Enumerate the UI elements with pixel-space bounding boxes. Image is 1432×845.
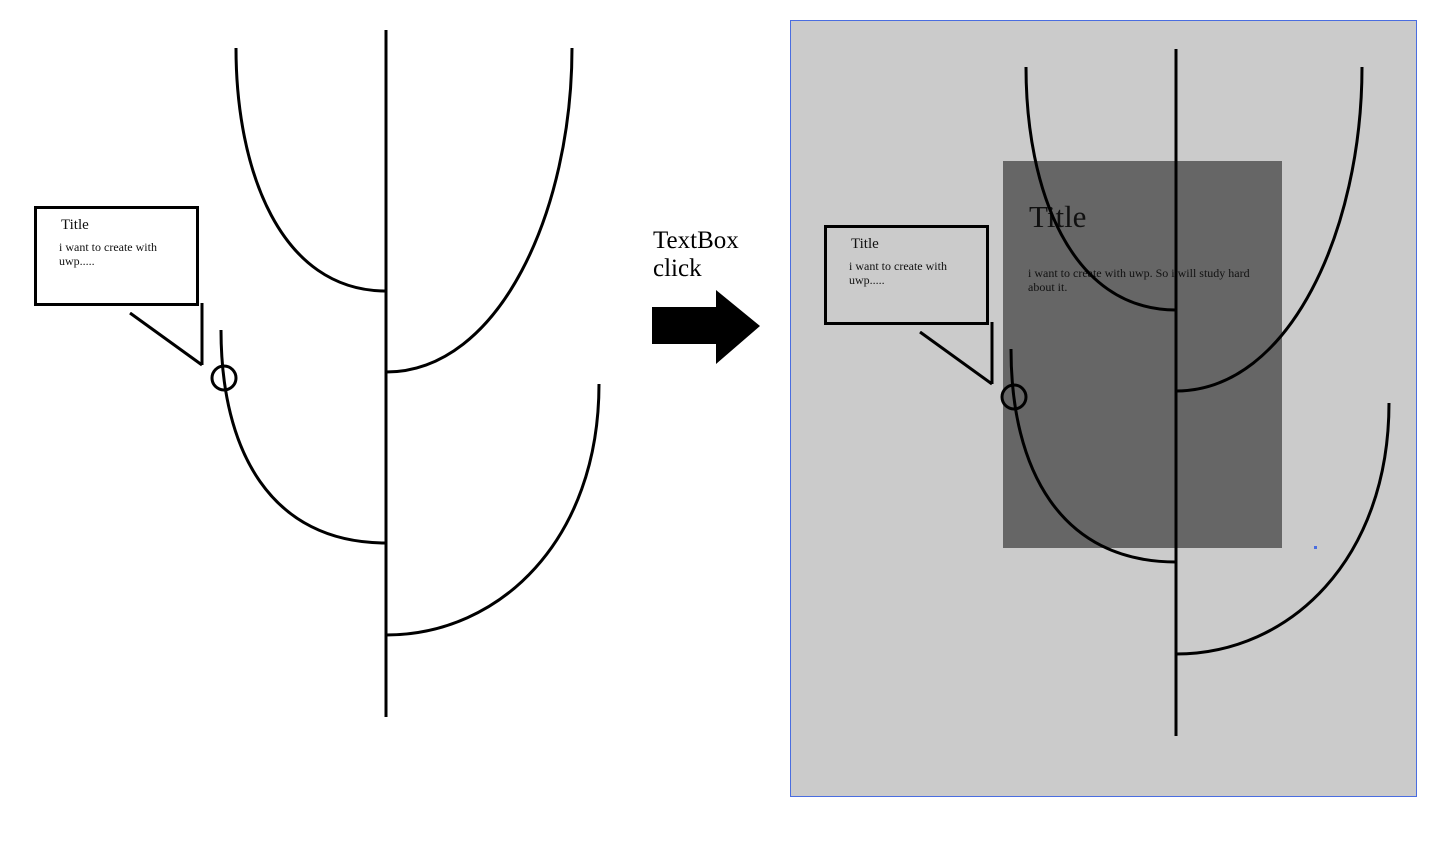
lower-left-branch [1009,348,1177,564]
callout-title: Title [851,236,879,252]
popup-text: i want to create with uwp. So i will stu… [1028,266,1250,294]
branch-node-handle[interactable] [210,364,238,392]
callout-tail-opening [124,306,138,312]
callout-tail-left [129,311,203,367]
callout-body: i want to create with uwp..... [59,240,157,268]
upper-left-branch [234,47,387,293]
upper-left-branch [1024,66,1177,312]
callout-tail-left [919,330,993,386]
preview-canvas: Title i want to create with uwp. So i wi… [790,20,1417,797]
tree-diagram-after [919,49,1391,736]
callout-body: i want to create with uwp..... [849,259,947,287]
speech-callout-before[interactable]: Title i want to create with uwp..... [34,206,199,306]
transition-label: TextBox click [653,227,739,283]
lower-right-branch [385,383,601,637]
transition-label-line1: TextBox [653,227,739,254]
speech-callout-after[interactable]: Title i want to create with uwp..... [824,225,989,325]
right-arrow-icon [652,290,760,364]
lower-left-branch [219,329,387,545]
callout-title: Title [61,217,89,233]
upper-right-branch [385,47,574,374]
lower-right-branch [1175,402,1391,656]
upper-right-branch [1175,66,1364,393]
callout-tail-opening [914,325,928,331]
textbox-popup[interactable]: Title i want to create with uwp. So i wi… [1003,161,1317,549]
transition-label-line2: click [653,255,702,282]
cursor-marker [1314,546,1317,549]
branch-node-handle[interactable] [1000,383,1028,411]
